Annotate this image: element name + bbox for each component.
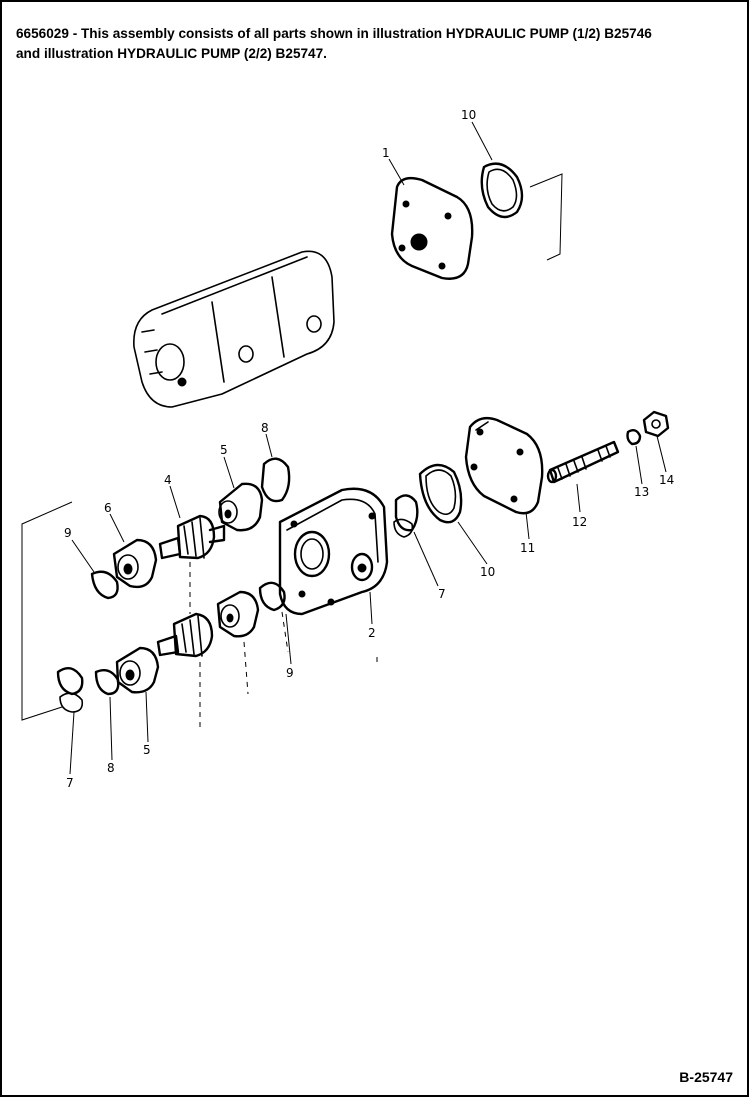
callout-14: 14 — [659, 473, 674, 487]
washer-part-13 — [626, 429, 642, 446]
callout-5-top: 5 — [220, 443, 228, 457]
callout-9-bottom: 9 — [286, 666, 294, 680]
callout-10-middle: 10 — [480, 565, 495, 579]
gasket-part-8-top — [260, 457, 291, 503]
assembly-description-line-1: 6656029 - This assembly consists of all … — [16, 26, 652, 41]
callout-8-bottom: 8 — [107, 761, 115, 775]
callout-7-bottom: 7 — [66, 776, 74, 790]
front-cover-part-1 — [390, 176, 474, 280]
gasket-part-8-bottom — [94, 669, 120, 696]
gasket-part-9-bottom — [258, 581, 286, 612]
stud-bolt-part-12 — [546, 440, 620, 484]
assembly-description-line-2: and illustration HYDRAULIC PUMP (2/2) B2… — [16, 46, 327, 61]
callout-6: 6 — [104, 501, 112, 515]
bracket-left — [21, 501, 73, 721]
assembly-description: 6656029 - This assembly consists of all … — [16, 24, 741, 64]
callout-9-left: 9 — [64, 526, 72, 540]
bushing-part-6 — [112, 538, 158, 589]
bushing-part-5-top — [218, 482, 264, 532]
assembly-line-bushing — [243, 641, 249, 695]
gear-shaft-part-4-top — [158, 514, 226, 560]
figure-number: B-25747 — [679, 1069, 733, 1085]
callout-4: 4 — [164, 473, 172, 487]
bushing-lower-right — [216, 590, 260, 638]
callout-5-bottom: 5 — [143, 743, 151, 757]
callout-12: 12 — [572, 515, 587, 529]
bushing-part-5-bottom — [115, 646, 160, 694]
callout-7-right: 7 — [438, 587, 446, 601]
bracket-top-right — [529, 173, 563, 261]
leader-lines — [69, 121, 667, 775]
callout-13: 13 — [634, 485, 649, 499]
callout-8-top: 8 — [261, 421, 269, 435]
pump-body-part-2 — [278, 487, 389, 616]
callout-11: 11 — [520, 541, 535, 555]
o-ring-part-10-middle — [418, 463, 463, 524]
nut-part-14 — [642, 410, 670, 438]
o-ring-part-10-top — [480, 162, 524, 219]
gear-shaft-part-4-bottom — [156, 612, 214, 658]
callout-10-top: 10 — [461, 108, 476, 122]
seal-part-7-right — [393, 494, 419, 538]
assembly-line-gasket — [281, 611, 289, 653]
callout-1: 1 — [382, 146, 390, 160]
seal-part-7-bottom — [56, 666, 84, 713]
pump-assembly-outline — [133, 250, 335, 408]
callout-2: 2 — [368, 626, 376, 640]
gasket-part-9-left — [90, 570, 119, 600]
rear-cover-part-11 — [464, 416, 544, 515]
